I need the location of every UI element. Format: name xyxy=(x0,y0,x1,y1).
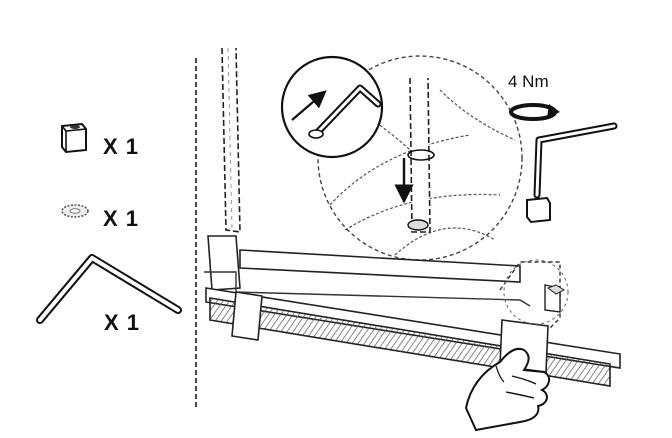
allen-key-icon xyxy=(36,254,182,324)
rail-assembly xyxy=(204,235,621,387)
frame-edge xyxy=(195,47,241,408)
washer-quantity: X 1 xyxy=(103,206,140,231)
base-sketch xyxy=(329,89,516,256)
detail-inset xyxy=(280,55,384,159)
torque-label: 4 Nm xyxy=(508,72,549,91)
hand-icon xyxy=(464,347,550,432)
exploded-view-outline xyxy=(317,55,523,261)
torque-wrench-icon xyxy=(526,122,618,224)
spindle xyxy=(407,77,435,233)
allen-key-quantity: X 1 xyxy=(104,310,141,335)
hex-nut-quantity: X 1 xyxy=(103,134,140,159)
hex-nut-icon xyxy=(61,122,87,154)
washer-icon xyxy=(61,204,89,218)
rotation-arrow-icon xyxy=(509,103,560,121)
